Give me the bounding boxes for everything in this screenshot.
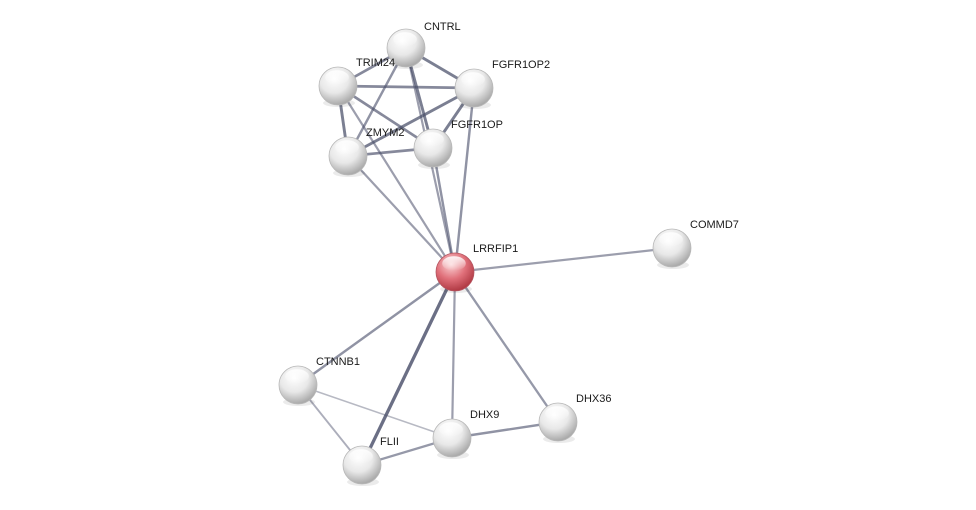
node-commd7[interactable]: COMMD7: [652, 219, 739, 269]
node-gloss: [285, 369, 309, 384]
node-gloss: [393, 32, 417, 47]
node-gloss: [420, 132, 444, 147]
node-ctnnb1[interactable]: CTNNB1: [278, 356, 360, 406]
edge-lrrfip1-dhx36[interactable]: [453, 270, 560, 424]
node-label-commd7: COMMD7: [690, 219, 739, 231]
node-label-fgfr1op: FGFR1OP: [451, 119, 503, 131]
node-gloss: [335, 140, 359, 155]
node-flii[interactable]: FLII: [342, 436, 399, 486]
node-label-flii: FLII: [380, 436, 399, 448]
node-trim24[interactable]: TRIM24: [318, 57, 395, 107]
node-label-dhx9: DHX9: [470, 409, 499, 421]
node-label-dhx36: DHX36: [576, 393, 611, 405]
edge-fgfr1op2-lrrfip1[interactable]: [453, 86, 476, 274]
node-dhx36[interactable]: DHX36: [538, 393, 611, 443]
edge-lrrfip1-dhx9[interactable]: [450, 270, 457, 440]
node-gloss: [325, 70, 349, 85]
node-cntrl[interactable]: CNTRL: [386, 21, 461, 69]
edge-trim24-lrrfip1[interactable]: [336, 84, 457, 274]
edge-trim24-fgfr1op2[interactable]: [336, 84, 476, 90]
edge-lrrfip1-flii[interactable]: [360, 270, 457, 467]
node-label-fgfr1op2: FGFR1OP2: [492, 59, 550, 71]
node-label-ctnnb1: CTNNB1: [316, 356, 360, 368]
node-gloss: [461, 72, 485, 87]
edge-fgfr1op-lrrfip1[interactable]: [431, 146, 457, 274]
edges-layer: [296, 46, 674, 467]
node-gloss: [439, 422, 463, 437]
node-dhx9[interactable]: DHX9: [432, 409, 499, 459]
node-label-trim24: TRIM24: [356, 57, 395, 69]
edge-cntrl-zmym2[interactable]: [346, 46, 408, 158]
node-label-cntrl: CNTRL: [424, 21, 461, 33]
node-zmym2[interactable]: ZMYM2: [328, 127, 405, 177]
node-lrrfip1[interactable]: LRRFIP1: [435, 243, 518, 293]
edge-zmym2-lrrfip1[interactable]: [346, 154, 457, 274]
node-gloss: [349, 449, 373, 464]
edge-lrrfip1-ctnnb1[interactable]: [296, 270, 457, 387]
node-gloss: [659, 232, 683, 247]
node-gloss: [442, 256, 466, 271]
edge-lrrfip1-commd7[interactable]: [453, 246, 674, 274]
node-fgfr1op[interactable]: FGFR1OP: [413, 119, 503, 169]
node-label-lrrfip1: LRRFIP1: [473, 243, 518, 255]
node-label-zmym2: ZMYM2: [366, 127, 405, 139]
edge-ctnnb1-dhx9[interactable]: [297, 384, 453, 439]
edge-fgfr1op2-zmym2[interactable]: [346, 86, 476, 158]
node-gloss: [545, 406, 569, 421]
node-fgfr1op2[interactable]: FGFR1OP2: [454, 59, 550, 109]
